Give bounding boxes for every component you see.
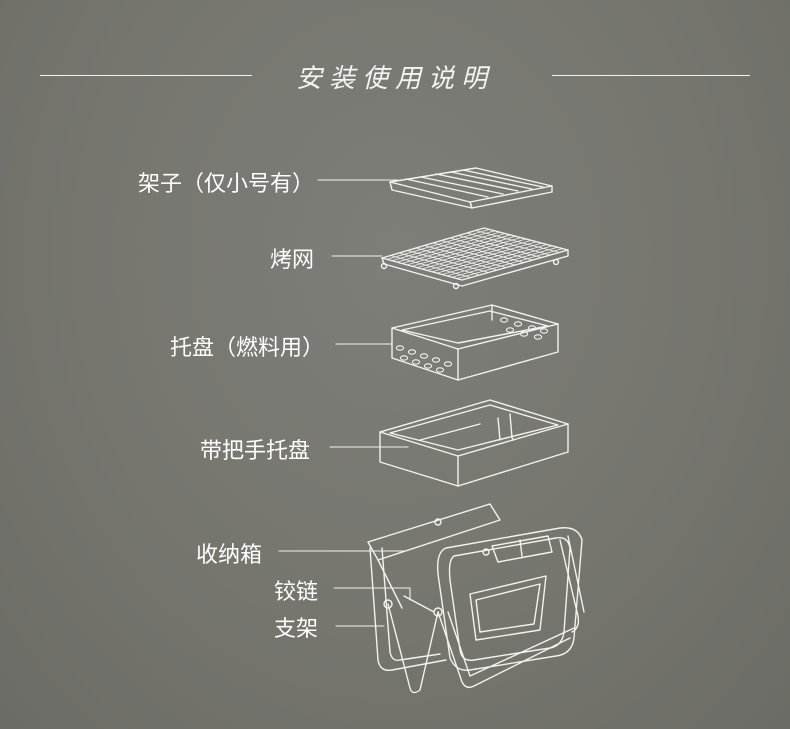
case-drawing (368, 504, 584, 693)
vent-hole (514, 322, 521, 326)
vent-hole (400, 356, 407, 360)
vent-hole (396, 346, 403, 350)
vent-hole (500, 318, 507, 322)
rack-drawing (390, 168, 552, 208)
vent-hole (412, 360, 419, 364)
vent-hole (424, 364, 431, 368)
vent-hole (534, 335, 541, 339)
vent-hole (436, 368, 443, 372)
vent-hole (444, 362, 451, 366)
fuel-tray-drawing (392, 305, 558, 380)
vent-hole (432, 358, 439, 362)
vent-hole (420, 354, 427, 358)
vent-hole (540, 329, 547, 333)
handle-tray-drawing (380, 400, 568, 486)
vent-hole (506, 328, 513, 332)
leader-lines (279, 180, 410, 626)
grill-drawing (382, 228, 569, 289)
vent-hole (408, 350, 415, 354)
